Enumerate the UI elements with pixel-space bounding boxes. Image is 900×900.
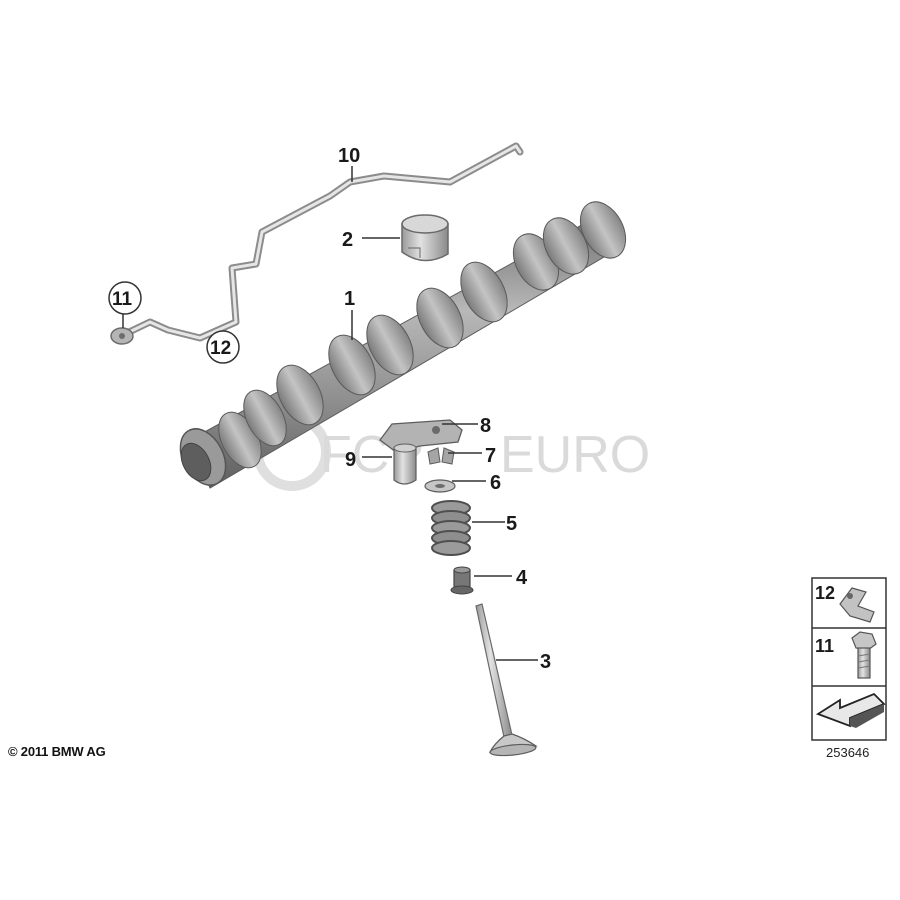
bucket-tappet bbox=[401, 214, 449, 262]
callout-12: 12 bbox=[210, 338, 231, 359]
diagram-number: 253646 bbox=[826, 745, 870, 760]
legend-bolt-label: 11 bbox=[815, 636, 834, 656]
leader-lines bbox=[122, 166, 538, 661]
clamp-icon bbox=[839, 587, 875, 623]
callout-7: 7 bbox=[485, 445, 496, 467]
callout-11-circle bbox=[108, 281, 142, 315]
bolt-icon bbox=[851, 631, 877, 679]
callout-11: 11 bbox=[112, 289, 133, 310]
callout-10: 10 bbox=[338, 145, 360, 167]
callout-4: 4 bbox=[516, 567, 528, 589]
camshaft bbox=[179, 201, 627, 489]
watermark-euro: EURO bbox=[500, 426, 650, 484]
valve-keeper bbox=[427, 447, 455, 465]
callout-12-circle bbox=[206, 330, 240, 364]
valve bbox=[475, 603, 538, 757]
lash-adjuster bbox=[393, 443, 417, 485]
callout-8: 8 bbox=[480, 415, 491, 437]
legend-bolt: 11 bbox=[815, 631, 877, 679]
oil-pipe bbox=[110, 142, 524, 345]
legend-clamp: 12 bbox=[815, 583, 875, 623]
callout-6: 6 bbox=[490, 472, 501, 494]
camshaft-end-flange bbox=[179, 428, 227, 486]
callouts: 10 2 1 8 7 9 6 5 4 3 11 12 bbox=[108, 145, 551, 673]
valve-spring bbox=[431, 500, 471, 556]
callout-5: 5 bbox=[506, 513, 517, 535]
valve-stem-seal bbox=[450, 566, 474, 595]
callout-1: 1 bbox=[344, 288, 355, 310]
callout-2: 2 bbox=[342, 229, 353, 251]
legend-clamp-label: 12 bbox=[815, 583, 835, 603]
callout-9: 9 bbox=[345, 449, 356, 471]
legend-box: 12 11 bbox=[811, 577, 887, 741]
callout-3: 3 bbox=[540, 651, 551, 673]
camshaft-lobes bbox=[218, 201, 627, 469]
copyright-text: © 2011 BMW AG bbox=[8, 744, 106, 759]
spring-plate bbox=[424, 479, 456, 493]
direction-arrow-icon bbox=[815, 692, 886, 728]
